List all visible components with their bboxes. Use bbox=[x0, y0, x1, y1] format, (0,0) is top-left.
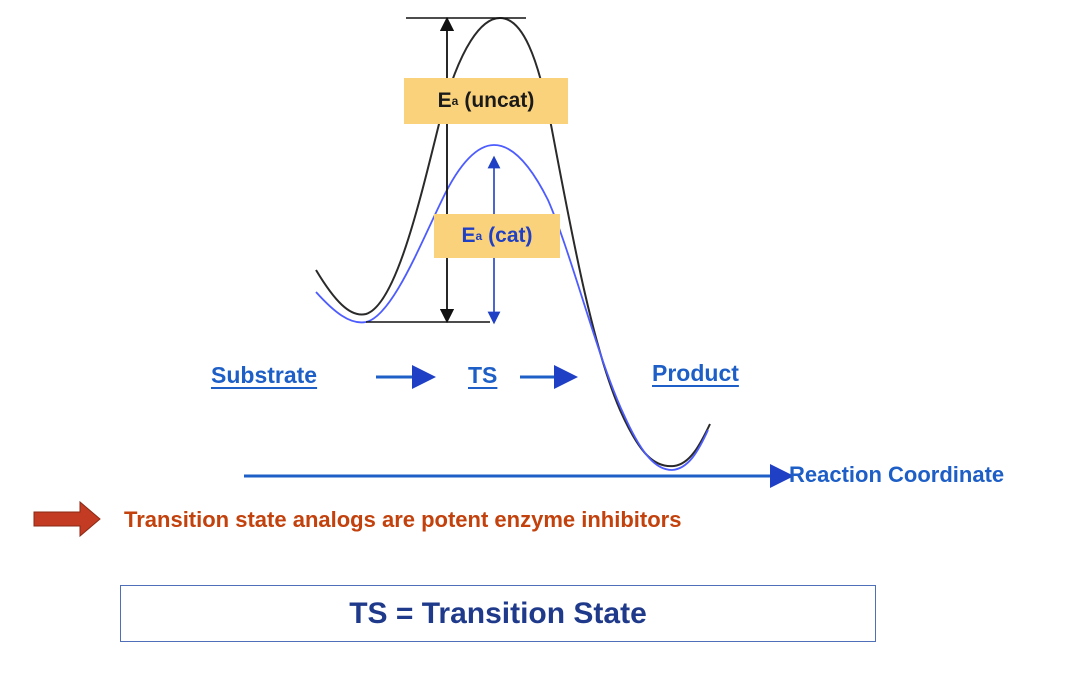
ts-label: TS bbox=[468, 362, 498, 388]
ts-definition-box: TS = Transition State bbox=[120, 585, 876, 642]
red-arrow-icon bbox=[33, 500, 101, 538]
inhibitor-note: Transition state analogs are potent enzy… bbox=[124, 507, 682, 532]
reaction-coordinate-label: Reaction Coordinate bbox=[789, 462, 1005, 487]
product-label: Product bbox=[652, 360, 739, 386]
ts-definition-text: TS = Transition State bbox=[349, 596, 647, 630]
substrate-label: Substrate bbox=[211, 362, 318, 388]
catalyzed-curve bbox=[315, 144, 709, 471]
